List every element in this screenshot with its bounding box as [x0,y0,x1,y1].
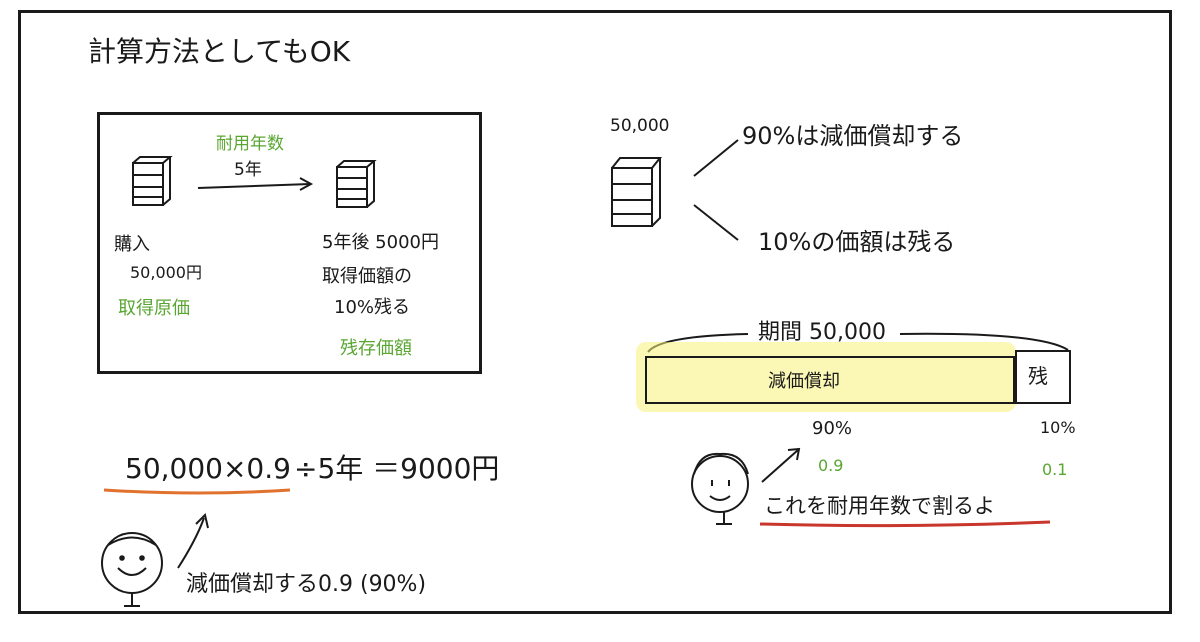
branch-lines [694,140,738,240]
depreciation-line: 90%は減価償却する [742,124,963,148]
pct-main: 90% [812,420,852,438]
bar-rest-label: 残 [1028,366,1048,386]
asset-icon-right [337,161,374,207]
formula-right: ÷5年 ＝9000円 [294,455,499,483]
remain-line-1: 取得価額の [322,268,412,286]
note-underline [760,522,1050,526]
dec-rest: 0.1 [1042,462,1067,478]
bottom-note: 減価償却する0.9 (90%) [186,574,426,596]
asset-icon-left [133,157,170,205]
arrow-icon [198,178,311,190]
asset-amount: 50,000 [610,118,669,135]
remaining-line: 10%の価額は残る [758,230,955,254]
formula-left: 50,000×0.9 [125,455,291,483]
asset-icon-main [612,158,660,226]
formula-underline [104,490,290,493]
right-note: これを耐用年数で割るよ [764,496,995,517]
character-left-icon [102,533,162,606]
after-years-label: 5年後 5000円 [322,234,439,252]
pct-rest: 10% [1040,420,1076,436]
character-right-icon [692,454,748,524]
purchase-amount: 50,000円 [130,265,202,281]
bar-main-label: 減価償却 [768,373,840,391]
purchase-label: 購入 [114,236,150,254]
residual-value-label: 残存価額 [340,340,412,358]
arrow-up-left-note [178,515,208,568]
dec-main: 0.9 [818,458,843,474]
bar-header: 期間 50,000 [758,322,886,344]
arrow-icon-right [762,449,799,482]
remain-line-2: 10%残る [334,299,410,317]
acquisition-cost-label: 取得原価 [118,300,190,318]
